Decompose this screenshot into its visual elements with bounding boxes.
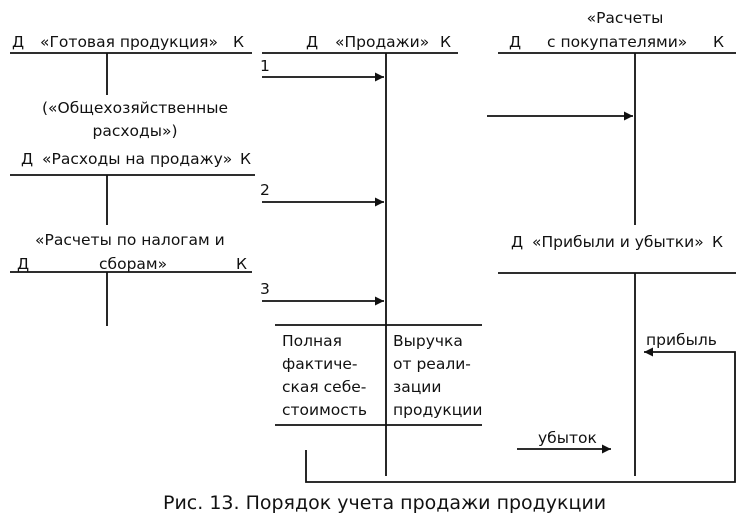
sales-credit: К bbox=[440, 33, 452, 51]
profit-loss-debit: Д bbox=[511, 233, 524, 251]
finished-goods-title: «Готовая продукция» bbox=[40, 33, 218, 51]
general-expenses-line2: расходы») bbox=[92, 122, 178, 140]
sales-box-left-line4: стоимость bbox=[282, 401, 367, 419]
arrow-number-3: 3 bbox=[260, 280, 270, 298]
customers-title-line1: «Расчеты bbox=[586, 9, 664, 27]
taxes-title-line1: «Расчеты по налогам и bbox=[35, 231, 225, 249]
sales-debit: Д bbox=[306, 33, 319, 51]
sales-box-left-line1: Полная bbox=[282, 332, 343, 350]
sales-title: «Продажи» bbox=[335, 33, 430, 51]
sales-box-right-line2: от реали- bbox=[393, 355, 471, 373]
figure-caption: Рис. 13. Порядок учета продажи продукции bbox=[163, 492, 607, 514]
taxes-credit: К bbox=[236, 255, 248, 273]
sales-box-right-line1: Выручка bbox=[393, 332, 463, 350]
customers-credit: К bbox=[713, 33, 725, 51]
profit-loss-title: «Прибыли и убытки» bbox=[532, 233, 704, 251]
selling-expenses-debit: Д bbox=[21, 150, 34, 168]
selling-expenses-credit: К bbox=[240, 150, 252, 168]
arrow-number-1: 1 bbox=[260, 57, 270, 75]
customers-title-line2: с покупателями» bbox=[547, 33, 688, 51]
profit-label: прибыль bbox=[646, 331, 717, 349]
profit-loss-credit: К bbox=[712, 233, 724, 251]
loss-label: убыток bbox=[538, 429, 597, 447]
arrow-number-2: 2 bbox=[260, 181, 270, 199]
finished-goods-debit: Д bbox=[12, 33, 25, 51]
general-expenses-line1: («Общехозяйственные bbox=[42, 99, 228, 117]
selling-expenses-title: «Расходы на продажу» bbox=[42, 150, 233, 168]
taxes-debit: Д bbox=[17, 255, 30, 273]
arrow-profit-loop bbox=[305, 347, 736, 483]
sales-box-left-line2: фактиче- bbox=[282, 355, 358, 373]
customers-debit: Д bbox=[509, 33, 522, 51]
sales-box-right-line4: продукции bbox=[393, 401, 483, 419]
taxes-title-line2: сборам» bbox=[99, 255, 168, 273]
finished-goods-credit: К bbox=[233, 33, 245, 51]
sales-box-right-line3: зации bbox=[393, 378, 442, 396]
sales-box-left-line3: ская себе- bbox=[282, 378, 367, 396]
